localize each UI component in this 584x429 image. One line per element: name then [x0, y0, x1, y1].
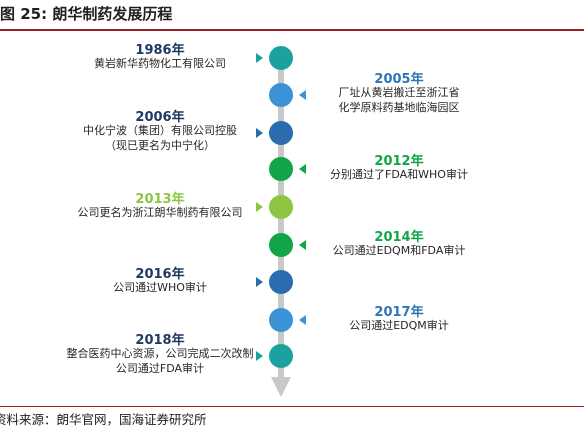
- event-year: 2005年: [374, 72, 424, 87]
- pointer-left-icon: [256, 128, 263, 138]
- timeline-node: [269, 344, 293, 368]
- timeline-node: [269, 233, 293, 257]
- timeline-node: [269, 83, 293, 107]
- timeline-node: [269, 121, 293, 145]
- pointer-left-icon: [256, 277, 263, 287]
- pointer-left-icon: [256, 53, 263, 63]
- pointer-right-icon: [299, 164, 306, 174]
- pointer-right-icon: [299, 315, 306, 325]
- timeline-node: [269, 270, 293, 294]
- event-description: 公司通过FDA审计: [115, 362, 205, 375]
- source-note: 资料来源：朗华官网，国海证券研究所: [0, 412, 207, 427]
- timeline-node: [269, 46, 293, 70]
- pointer-right-icon: [299, 240, 306, 250]
- event-description: 分别通过了FDA和WHO审计: [330, 167, 468, 181]
- event-year: 2012年: [374, 153, 424, 169]
- event-description: 化学原料药基地临海园区: [338, 101, 460, 114]
- event-description: 厂址从黄岩搬迁至浙江省: [338, 86, 460, 99]
- timeline-arrowhead: [271, 377, 291, 397]
- pointer-right-icon: [299, 90, 306, 100]
- event-description: （现已更名为中宁化）: [105, 139, 215, 152]
- event-description: 公司通过EDQM审计: [349, 318, 449, 332]
- event-year: 2018年: [135, 333, 185, 348]
- timeline-node: [269, 308, 293, 332]
- event-description: 公司更名为浙江朗华制药有限公司: [77, 205, 243, 219]
- event-year: 2006年: [135, 110, 185, 125]
- event-description: 中化宁波（集团）有限公司控股: [83, 124, 237, 137]
- event-year: 2013年: [135, 191, 185, 207]
- event-year: 1986年: [135, 42, 185, 58]
- timeline-node: [269, 157, 293, 181]
- event-description: 黄岩新华药物化工有限公司: [94, 56, 226, 70]
- event-description: 公司通过EDQM和FDA审计: [332, 243, 466, 257]
- event-year: 2017年: [374, 304, 424, 320]
- title-rule: [0, 29, 584, 31]
- figure-title: 图 25: 朗华制药发展历程: [0, 5, 173, 23]
- timeline-node: [269, 195, 293, 219]
- source-rule: [0, 406, 584, 407]
- event-description: 公司通过WHO审计: [113, 280, 207, 294]
- event-description: 整合医药中心资源，公司完成二次改制: [66, 347, 254, 360]
- event-year: 2016年: [135, 266, 185, 282]
- pointer-left-icon: [256, 351, 263, 361]
- pointer-left-icon: [256, 202, 263, 212]
- event-year: 2014年: [374, 229, 424, 245]
